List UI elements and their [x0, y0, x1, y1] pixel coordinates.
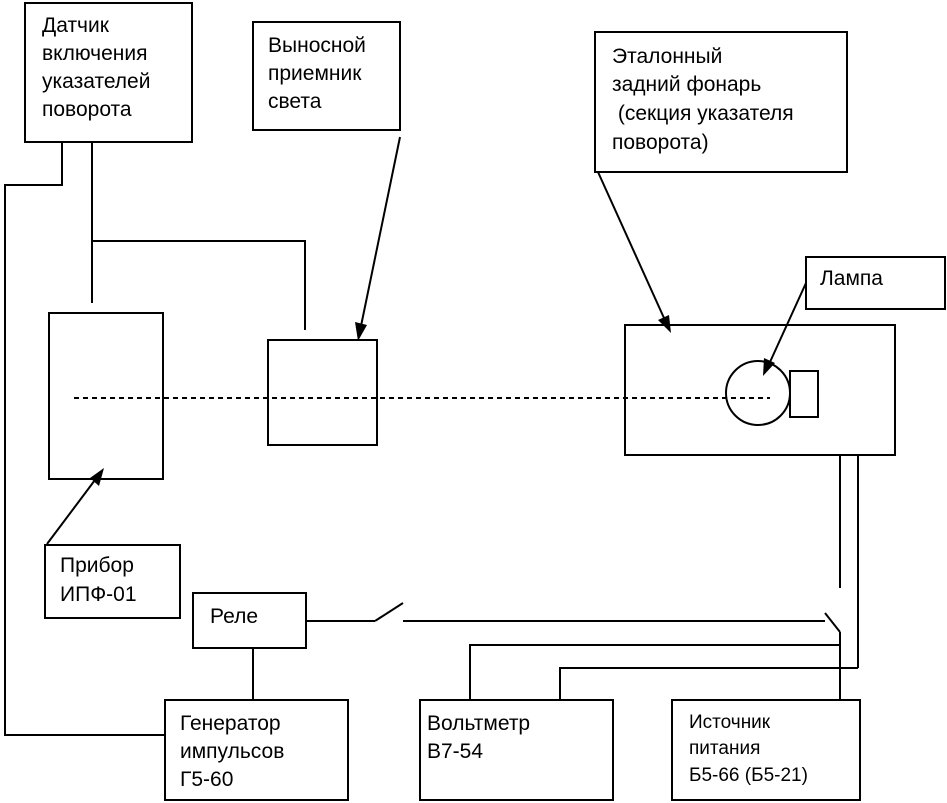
lamp-housing: [624, 324, 896, 456]
arrow-receiver-head: [355, 322, 367, 341]
sensor-label-line-4: поворота: [42, 98, 132, 121]
sensor-label: Датчик включения указателей поворота: [42, 14, 150, 121]
sensor-label-line-2: включения: [42, 42, 147, 65]
voltmeter-box: [419, 699, 614, 801]
arrow-device-head: [90, 468, 104, 486]
sensor-label-line-3: указателей: [42, 70, 150, 93]
generator-label-line-1: Генератор: [180, 712, 281, 735]
voltmeter-label-line-1: Вольтметр: [427, 712, 530, 735]
switch-blade: [374, 602, 404, 622]
remote-receiver-box: [252, 21, 401, 131]
arrow-receiver-line: [360, 136, 401, 327]
wire-voltmeter-b: [559, 667, 858, 700]
lamp-label-box: [805, 256, 946, 310]
generator-label: Генератор импульсов Г5-60: [180, 712, 284, 791]
device-label: Прибор ИПФ-01: [60, 554, 137, 606]
arrow-lamp-line: [769, 282, 807, 363]
remote-receiver-label-line-2: приемник: [268, 62, 362, 85]
remote-receiver-label: Выносной приемник света: [268, 34, 366, 113]
device-label-box: [44, 544, 181, 619]
generator-label-line-3: Г5-60: [180, 768, 233, 791]
device-label-line-1: Прибор: [60, 554, 134, 577]
generator-label-line-2: импульсов: [180, 740, 284, 763]
lamp-socket: [789, 370, 819, 418]
relay-box: [192, 592, 307, 649]
arrow-lamp-housing-line: [597, 171, 665, 319]
generator-box: [164, 699, 349, 801]
sensor-label-line-1: Датчик: [42, 14, 110, 37]
device-body: [48, 312, 164, 480]
power-supply-box: [671, 699, 861, 801]
voltmeter-label-line-2: В7-54: [427, 740, 483, 763]
arrow-device-line: [46, 479, 96, 545]
sensor-box: [24, 2, 193, 143]
reference-lamp-label: Эталонный задний фонарь (секция указател…: [612, 45, 794, 154]
receiver-body: [267, 339, 378, 446]
remote-receiver-label-line-3: света: [268, 90, 322, 113]
voltmeter-label: Вольтметр В7-54: [427, 712, 530, 763]
lamp-bulb: [725, 360, 791, 426]
lamp-label: Лампа: [820, 267, 883, 290]
arrow-lamp-head: [763, 358, 775, 376]
wire-branch-to-receiver: [92, 240, 306, 330]
power-supply-label-line-3: Б5-66 (Б5-21): [689, 765, 808, 786]
wire-voltmeter-a: [469, 644, 840, 700]
reference-lamp-box: [594, 31, 848, 173]
device-label-line-2: ИПФ-01: [60, 583, 137, 606]
reference-lamp-label-line-2: задний фонарь: [612, 73, 761, 96]
reference-lamp-label-line-4: поворота): [612, 131, 709, 154]
switch-contact: [824, 612, 841, 633]
reference-lamp-label-line-1: Эталонный: [612, 45, 722, 68]
reference-lamp-label-line-3: (секция указателя: [612, 102, 794, 125]
wire-sensor-to-generator: [4, 142, 165, 736]
power-supply-label: Источник питания Б5-66 (Б5-21): [689, 712, 808, 786]
remote-receiver-label-line-1: Выносной: [268, 34, 366, 57]
arrow-lamp-housing-head: [658, 315, 671, 333]
power-supply-label-line-1: Источник: [689, 712, 771, 733]
relay-label: Реле: [210, 605, 258, 628]
power-supply-label-line-2: питания: [689, 738, 760, 759]
